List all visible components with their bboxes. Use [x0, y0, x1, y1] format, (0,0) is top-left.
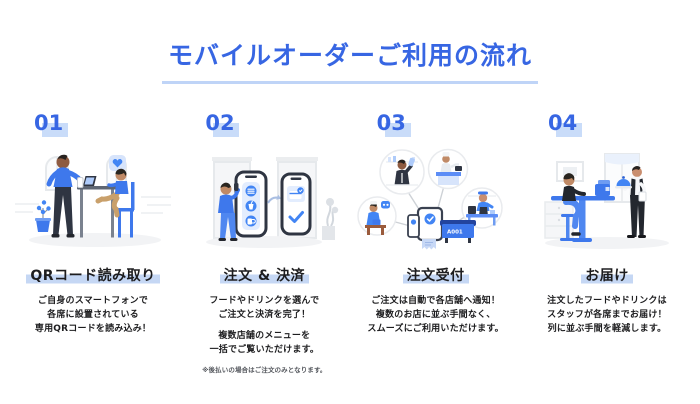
arrow-icon: [267, 194, 282, 204]
description-line: スタッフが各席までお届け！: [547, 309, 667, 320]
person-ordering: [218, 182, 241, 241]
receipt: [421, 239, 436, 250]
header: モバイルオーダーご利用の流れ: [0, 41, 700, 84]
checkmark-icon: [288, 211, 305, 223]
payment-phone: [280, 172, 312, 236]
number-highlight: [384, 123, 411, 137]
store-kitchen: [427, 148, 468, 190]
step-2: 02: [179, 113, 349, 375]
description-line: 一括でご覧いただけます。: [209, 344, 320, 355]
step-4-number: 04: [547, 111, 582, 137]
burger-icon: [245, 185, 257, 197]
step-1-number: 01: [34, 111, 68, 137]
step-3-number: 03: [376, 111, 411, 137]
step-2-description: フードやドリンクを選んで ご注文と決済を完了！ 複数店舗のメニューを 一括でご覧…: [202, 295, 326, 375]
step-number-text: 04: [547, 111, 578, 135]
heart-icon: [112, 159, 123, 168]
store-barista: [460, 187, 503, 229]
standing-person: [46, 154, 84, 238]
number-highlight: [213, 123, 240, 137]
step-2-number: 02: [205, 111, 240, 137]
plant-silhouette: [322, 198, 339, 240]
description-line: 注文したフードやドリンクは: [547, 296, 667, 306]
order-pad: [638, 191, 647, 202]
description-line: ご注文と決済を完了！: [218, 309, 311, 320]
checkmark-icon: [426, 216, 434, 222]
steps-row: 01: [8, 113, 692, 375]
description-line: ご自身のスマートフォンで: [37, 296, 149, 306]
step-3-description: ご注文は自動で各店舗へ通知！ 複数のお店に並ぶ手間なく、 スムーズにご利用いただ…: [367, 295, 503, 337]
cloche-icon: [614, 176, 632, 189]
chat-bubble: [380, 201, 390, 209]
illustration-order-payment: [184, 142, 344, 254]
description-line: 複数のお店に並ぶ手間なく、: [375, 309, 496, 320]
description-line: 複数店舗のメニューを: [218, 330, 311, 341]
number-highlight: [42, 123, 68, 137]
seated-person: [95, 168, 135, 238]
step-4-label: お届け: [581, 263, 633, 284]
beer-icon: [245, 215, 257, 227]
pos-label-text: A001: [447, 230, 463, 236]
menu-phone: [234, 170, 268, 238]
store-bartender: [378, 149, 425, 195]
step-2-label: 注文 & 決済: [219, 263, 310, 284]
pos-printer: A001: [439, 220, 476, 243]
customer-on-stool: [559, 173, 586, 241]
phone-in-hand: [77, 177, 84, 188]
table: [77, 186, 117, 238]
store-counter: [356, 196, 397, 236]
plant: [35, 200, 51, 232]
drink-icon: [245, 200, 257, 212]
description-line: 各席に設置されている: [47, 309, 139, 320]
step-2-note: ※後払いの場合はご注文のみとなります。: [202, 365, 327, 374]
credit-card-icon: [287, 186, 306, 202]
step-3-label: 注文受付: [402, 263, 469, 284]
description-line: ご注文は自動で各店舗へ通知！: [371, 296, 501, 306]
step-number-text: 02: [205, 111, 235, 135]
description-line: 列に並ぶ手間を軽減します。: [547, 323, 667, 334]
illustration-delivery: [527, 142, 687, 254]
floor-shadow: [29, 233, 161, 247]
illustration-qr-scan: [13, 142, 173, 254]
step-number-text: 03: [376, 111, 406, 135]
window: [603, 153, 640, 203]
step-1: 01: [8, 113, 178, 375]
phone: [406, 214, 420, 238]
illustration-order-received: A001: [356, 142, 516, 254]
step-number-text: 01: [34, 111, 64, 135]
number-highlight: [555, 123, 582, 137]
step-4: 04: [522, 113, 692, 375]
description-line: 専用QRコードを読み込み！: [34, 323, 152, 334]
cash-register: [594, 180, 610, 196]
step-3: 03: [351, 113, 521, 375]
heart-bubble: [109, 155, 126, 171]
waiter: [614, 166, 647, 238]
description-line: フードやドリンクを選んで: [209, 296, 320, 306]
order-devices: A001: [406, 206, 476, 250]
step-1-description: ご自身のスマートフォンで 各席に設置されている 専用QRコードを読み込み！: [35, 295, 151, 337]
brick-wall: [15, 196, 171, 214]
step-4-description: 注文したフードやドリンクは スタッフが各席までお届け！ 列に並ぶ手間を軽減します…: [547, 295, 667, 337]
page-title: モバイルオーダーご利用の流れ: [161, 41, 538, 84]
description-line: スムーズにご利用いただけます。: [367, 323, 504, 334]
step-1-label: QRコード読み取り: [26, 263, 160, 284]
laptop: [83, 176, 97, 186]
